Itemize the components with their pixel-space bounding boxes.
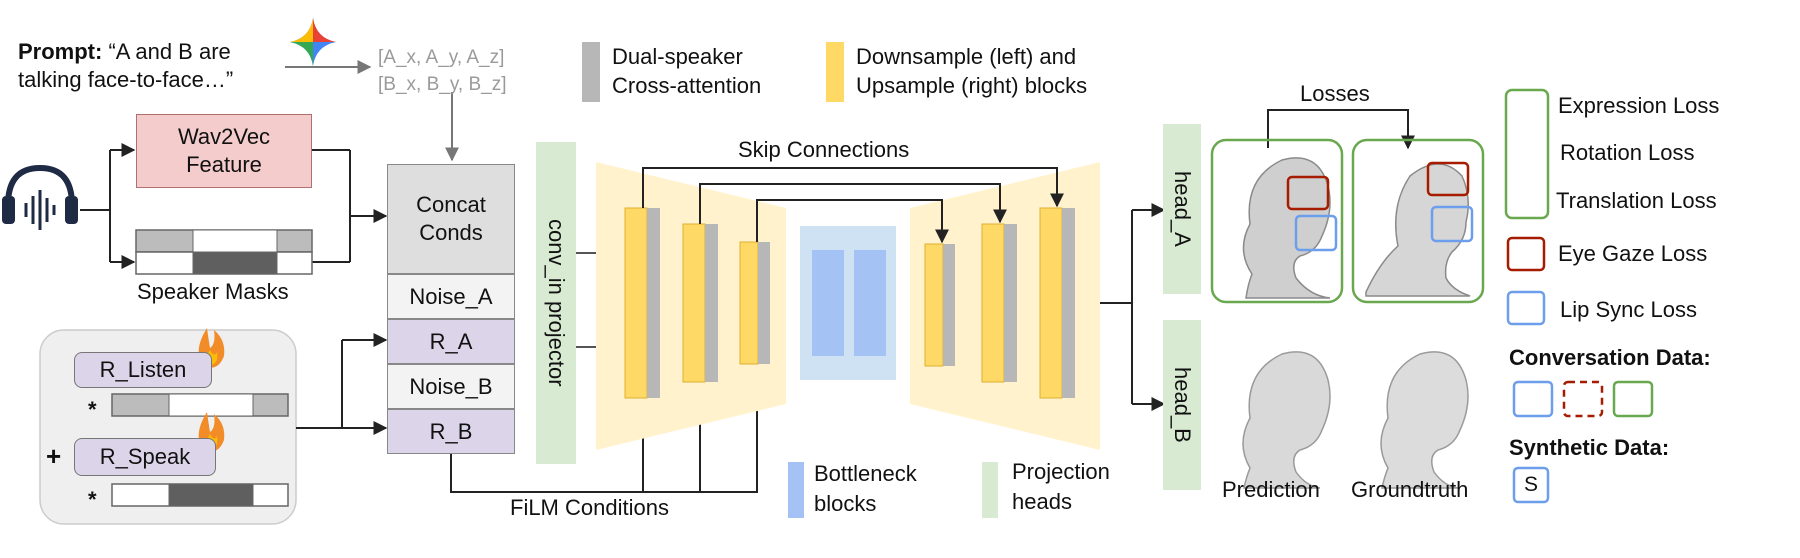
bottleneck-block: [812, 250, 844, 356]
head-model-icon: [1380, 351, 1469, 489]
loss-arrows: [1267, 109, 1415, 150]
eye-gaze-box: [1286, 175, 1330, 211]
losses-label: Losses: [1300, 81, 1370, 106]
concat-line1: Concat: [416, 192, 486, 217]
head-model-icon: [1242, 351, 1331, 489]
rotation-loss-label: Rotation Loss: [1560, 140, 1695, 165]
gemini-sparkle-icon: [290, 18, 336, 66]
conversation-gaze-swatch: [1562, 380, 1604, 418]
concat-conds-box: Concat Conds: [387, 164, 515, 274]
coords-line1: [A_x, A_y, A_z]: [378, 47, 505, 68]
wav2vec-feature-box: Wav2Vec Feature: [136, 114, 312, 188]
lip-sync-swatch: [1506, 290, 1546, 326]
r-speak-box: R_Speak: [74, 438, 216, 476]
bottleneck-block: [854, 250, 886, 356]
prediction-label: Prediction: [1222, 477, 1320, 502]
r-listen-box: R_Listen: [74, 352, 212, 388]
noise-b-box: Noise_B: [387, 364, 515, 409]
headphones-icon: [2, 164, 78, 230]
head-model-icon: [1242, 157, 1331, 299]
downsample-block: [624, 207, 660, 399]
prompt-text: Prompt: “A and B are: [18, 38, 231, 66]
downsample-block: [682, 223, 718, 383]
bottleneck-swatch: [788, 462, 804, 518]
wav2vec-line1: Wav2Vec: [177, 124, 271, 149]
upsample-block: [1039, 207, 1075, 399]
groundtruth-a-frame: [1351, 138, 1485, 304]
cross-attention-line1: Dual-speaker: [612, 44, 743, 69]
conversation-data-label: Conversation Data:: [1509, 345, 1711, 370]
conversation-pose-swatch: [1612, 380, 1654, 418]
eye-gaze-box: [1426, 161, 1470, 197]
skip-connection-lines: [642, 167, 1064, 244]
coords-line2: [B_x, B_y, B_z]: [378, 74, 507, 95]
groundtruth-label: Groundtruth: [1351, 477, 1469, 502]
projection-swatch: [982, 462, 998, 518]
conv-in-projector: conv_in projector: [536, 142, 576, 464]
prompt-line2: talking face-to-face…”: [18, 67, 234, 92]
bottleneck-line1: Bottleneck: [814, 461, 917, 486]
wav2vec-line2: Feature: [186, 152, 262, 177]
projection-line2: heads: [1012, 489, 1072, 514]
eye-gaze-swatch: [1506, 236, 1546, 272]
speak-mask-bar: [111, 483, 289, 507]
expression-loss-label: Expression Loss: [1558, 93, 1720, 118]
sample-line2: Upsample (right) blocks: [856, 73, 1088, 98]
upsample-block: [981, 223, 1017, 383]
sample-line1: Downsample (left) and: [856, 44, 1077, 69]
synthetic-swatch: [1512, 466, 1550, 504]
r-b-box: R_B: [387, 409, 515, 454]
concat-line2: Conds: [419, 220, 483, 245]
skip-connections-label: Skip Connections: [738, 137, 910, 162]
conversation-lip-swatch: [1512, 380, 1554, 418]
bottleneck-line2: blocks: [814, 491, 877, 516]
head-b-box: head_B: [1163, 320, 1201, 490]
translation-loss-label: Translation Loss: [1556, 188, 1717, 213]
prediction-a-frame: [1210, 138, 1344, 304]
speaker-mask-bar: [135, 229, 313, 275]
sample-blocks-swatch: [826, 42, 844, 102]
upsample-block: [924, 243, 955, 367]
synthetic-data-label: Synthetic Data:: [1509, 435, 1670, 460]
lip-sync-box: [1294, 214, 1338, 252]
listen-mask-bar: [111, 393, 289, 417]
prompt-label: Prompt:: [18, 39, 103, 64]
head-a-label: head_A: [1170, 171, 1195, 247]
pose-loss-swatch: [1504, 88, 1550, 220]
eye-gaze-loss-label: Eye Gaze Loss: [1558, 241, 1708, 266]
cross-attention-swatch: [582, 42, 600, 102]
plus-symbol: +: [46, 441, 62, 471]
head-model-icon: [1365, 163, 1471, 297]
prompt-line1: “A and B are: [108, 39, 231, 64]
head-b-label: head_B: [1170, 367, 1195, 443]
r-a-box: R_A: [387, 319, 515, 364]
times-symbol: *: [88, 487, 97, 512]
lip-sync-loss-label: Lip Sync Loss: [1560, 297, 1697, 322]
times-symbol: *: [88, 397, 97, 422]
projection-line1: Projection: [1012, 459, 1110, 484]
head-a-box: head_A: [1163, 124, 1201, 294]
film-conditions-label: FiLM Conditions: [510, 495, 669, 520]
cross-attention-line2: Cross-attention: [612, 73, 762, 98]
conv-in-label: conv_in projector: [544, 219, 569, 387]
speaker-masks-label: Speaker Masks: [137, 279, 289, 304]
synthetic-s-label: S: [1523, 473, 1538, 496]
noise-a-box: Noise_A: [387, 274, 515, 319]
lip-sync-box: [1430, 205, 1474, 243]
downsample-block: [739, 241, 770, 365]
